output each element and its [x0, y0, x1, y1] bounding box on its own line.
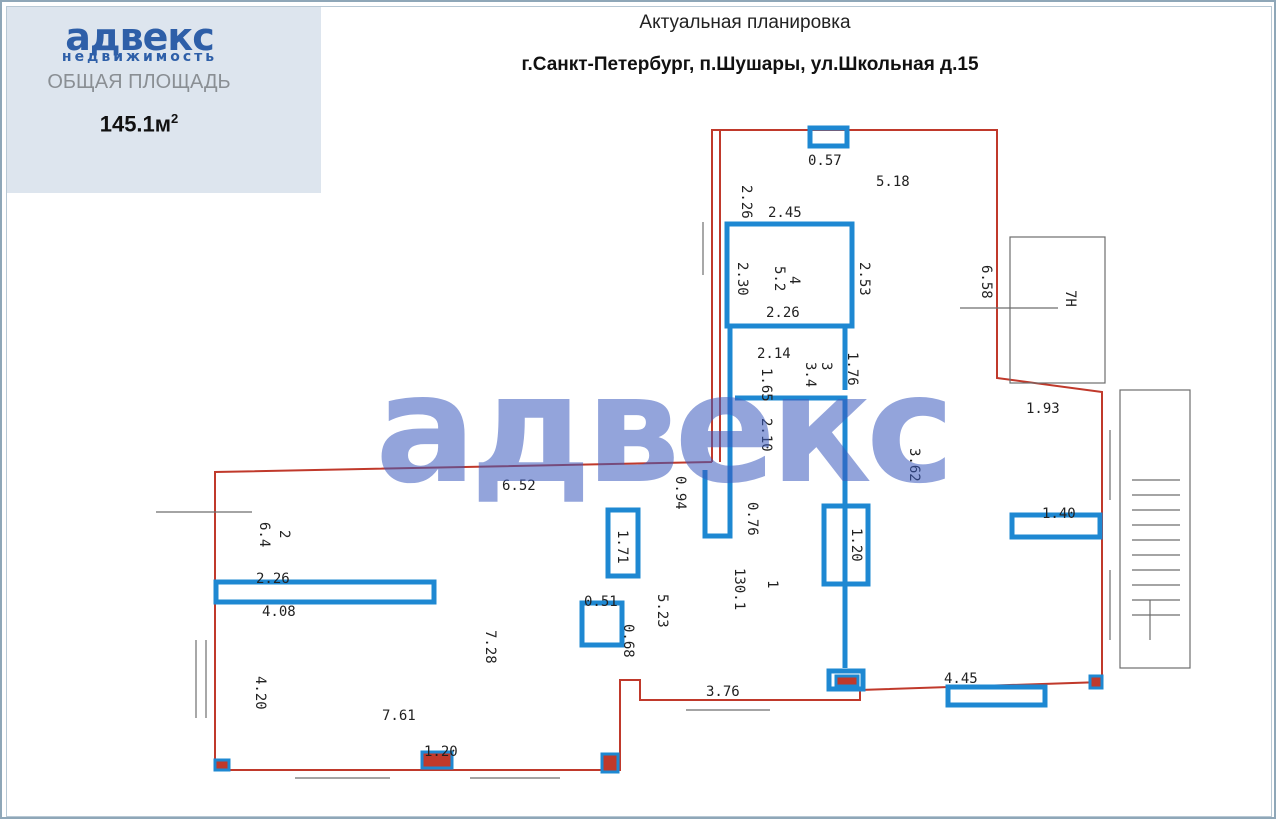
brand-tagline: недвижимость — [61, 49, 218, 65]
dim-0-68: 0.68 — [620, 624, 636, 658]
overlay-riser — [702, 326, 733, 539]
dim-7-61: 7.61 — [382, 708, 416, 724]
dim-6-52: 6.52 — [502, 478, 536, 494]
overlay-column-1 — [605, 507, 641, 579]
overlay-radiator — [945, 684, 1048, 708]
dim-2-30: 2.30 — [734, 262, 750, 296]
dim-2-45: 2.45 — [768, 205, 802, 221]
dim-room-4: 4 — [786, 276, 802, 284]
dim-2-14: 2.14 — [757, 346, 791, 362]
dim-3-4: 3.4 — [802, 362, 818, 387]
dim-0-94: 0.94 — [672, 476, 688, 510]
dim-room-1: 1 — [764, 580, 780, 588]
property-address: г.Санкт-Петербург, п.Шушары, ул.Школьная… — [521, 54, 979, 75]
total-area-value: 145.1м2 — [7, 111, 321, 137]
overlay-bath — [724, 221, 855, 329]
plan-structure — [156, 222, 1191, 779]
brand-watermark: адвекс — [375, 355, 955, 505]
dim-1-71: 1.71 — [614, 530, 630, 564]
plan-overlay — [213, 125, 1103, 708]
dim-room-2: 2 — [276, 530, 292, 538]
dim-7-28: 7.28 — [482, 630, 498, 664]
dim-1-76: 1.76 — [844, 352, 860, 386]
dim-0-51: 0.51 — [584, 594, 618, 610]
dimension-labels: 0.57 5.18 2.26 2.45 6.58 2.30 4 5.2 2.53… — [252, 153, 1078, 760]
dim-2-26-bath: 2.26 — [766, 305, 800, 321]
overlay-column-2 — [821, 503, 871, 587]
brand-logo: адвекс — [65, 15, 214, 59]
dim-5-2: 5.2 — [771, 266, 787, 291]
overlay-box-right — [826, 668, 866, 692]
dim-6-4: 6.4 — [256, 522, 272, 547]
dim-5-18: 5.18 — [876, 174, 910, 190]
overlay-partition — [735, 395, 848, 668]
overlay-column-3 — [579, 600, 625, 648]
dim-2-26-top: 2.26 — [738, 185, 754, 219]
stair-steps — [1132, 479, 1180, 640]
dim-1-40: 1.40 — [1042, 506, 1076, 522]
plan-title: Актуальная планировка — [639, 12, 851, 33]
dim-2-53: 2.53 — [856, 262, 872, 296]
dim-130-1: 130.1 — [731, 568, 747, 610]
dim-1-65: 1.65 — [758, 368, 774, 402]
overlay-beam-right — [1009, 512, 1103, 540]
dim-1-20-bottom: 1.20 — [424, 744, 458, 760]
dim-1-20-column: 1.20 — [848, 528, 864, 562]
overlay-beam-left — [213, 579, 437, 605]
dim-0-76: 0.76 — [744, 502, 760, 536]
dim-3-62: 3.62 — [906, 448, 922, 482]
area-unit-superscript: 2 — [171, 111, 179, 126]
plan-walls — [214, 129, 1103, 771]
dim-3-76: 3.76 — [706, 684, 740, 700]
dim-2-10: 2.10 — [758, 418, 774, 452]
dim-7h: 7Н — [1062, 290, 1078, 307]
logo-panel: адвекс недвижимость ОБЩАЯ ПЛОЩАДЬ 145.1м… — [7, 7, 321, 193]
balcony-outline — [1009, 236, 1106, 384]
dim-5-23: 5.23 — [654, 594, 670, 628]
dim-1-93: 1.93 — [1026, 401, 1060, 417]
dim-room-3: 3 — [818, 362, 834, 370]
overlay-top-vent — [807, 125, 850, 149]
dim-0-57: 0.57 — [808, 153, 842, 169]
dim-2-26-beam: 2.26 — [256, 571, 290, 587]
stair-outline — [1119, 389, 1191, 669]
dim-4-08: 4.08 — [262, 604, 296, 620]
total-area-number: 145.1м — [99, 111, 172, 137]
dim-4-20: 4.20 — [252, 676, 268, 710]
inner-frame — [6, 6, 1272, 817]
dim-6-58: 6.58 — [978, 265, 994, 299]
total-area-label: ОБЩАЯ ПЛОЩАДЬ — [47, 71, 231, 93]
wall-top-wing — [214, 129, 1103, 771]
dim-4-45: 4.45 — [944, 671, 978, 687]
column-markers — [213, 674, 1104, 774]
